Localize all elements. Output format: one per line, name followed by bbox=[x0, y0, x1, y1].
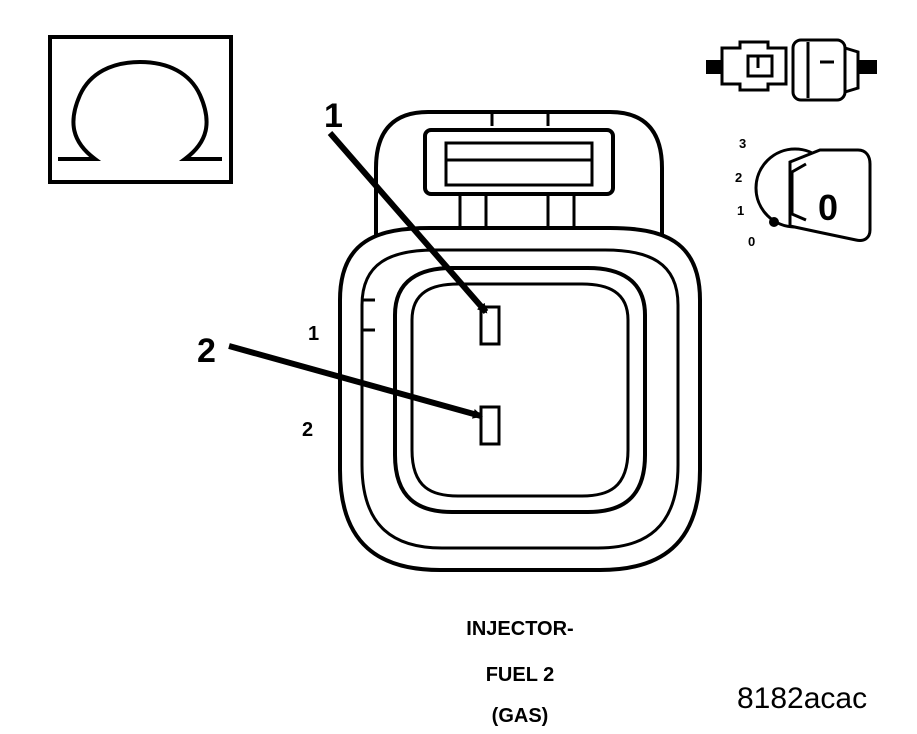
terminal-1 bbox=[479, 305, 501, 346]
caption-line-2: FUEL 2 bbox=[485, 664, 555, 686]
lock-tab bbox=[423, 128, 615, 196]
ignition-position-1: 1 bbox=[737, 203, 744, 218]
ignition-position-3: 3 bbox=[739, 136, 746, 151]
ohmmeter-icon bbox=[48, 35, 233, 184]
pin-label-1: 1 bbox=[308, 323, 319, 345]
terminal-2 bbox=[479, 405, 501, 446]
connector-disconnected-icon bbox=[706, 38, 877, 102]
connector-face bbox=[338, 110, 702, 572]
ignition-position-2: 2 bbox=[735, 170, 742, 185]
ignition-key-off-icon: 3 2 1 0 0 bbox=[735, 136, 872, 249]
callout-arrow-2 bbox=[228, 343, 483, 419]
caption-line-3: (GAS) bbox=[491, 705, 549, 727]
caption-line-1: INJECTOR- bbox=[466, 618, 574, 640]
pin-label-2: 2 bbox=[302, 419, 313, 441]
callout-arrow-1 bbox=[327, 131, 489, 314]
lock-tab-housing bbox=[374, 110, 664, 240]
callout-number-2: 2 bbox=[197, 332, 216, 370]
ignition-key-label: 0 bbox=[818, 187, 838, 228]
connector-cavity bbox=[393, 266, 647, 514]
ignition-position-0: 0 bbox=[748, 234, 755, 249]
figure-id: 8182acac bbox=[737, 682, 868, 715]
connector-outer-body bbox=[338, 226, 702, 572]
callout-number-1: 1 bbox=[324, 97, 343, 135]
